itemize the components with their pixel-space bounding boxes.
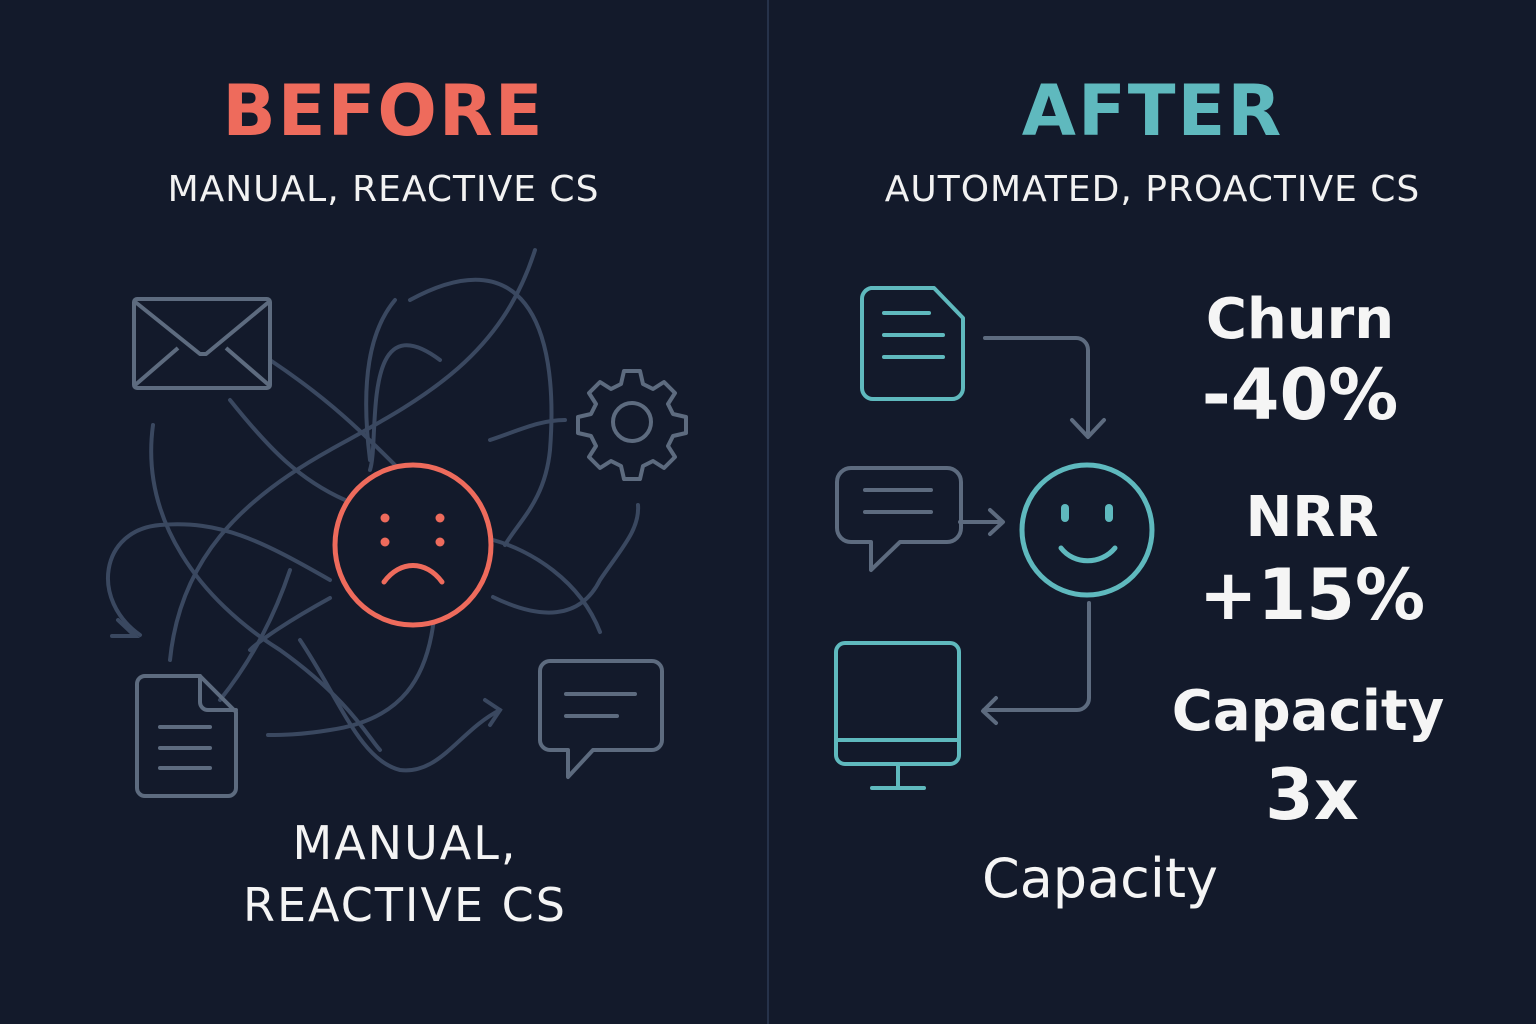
before-caption-line1: MANUAL, [292, 816, 518, 870]
automated-workflow-diagram [834, 286, 1155, 790]
tangled-lines [105, 248, 641, 773]
metric-churn-label: Churn [1205, 287, 1395, 352]
before-caption: MANUAL, REACTIVE CS [0, 812, 810, 936]
metric-nrr-label: NRR [1245, 485, 1379, 550]
metric-churn-value: -40% [1201, 354, 1399, 436]
metric-nrr-value: +15% [1198, 554, 1426, 636]
flow-arrows [958, 336, 1106, 725]
sad-face-icon [332, 462, 494, 628]
after-footer-label: Capacity [982, 847, 1218, 910]
panel-divider [767, 0, 769, 1024]
chat-bubble-icon [538, 659, 664, 779]
tangled-workflow-diagram [105, 248, 688, 798]
document-icon [860, 286, 965, 401]
metric-capacity-label: Capacity [1171, 679, 1445, 744]
before-caption-line2: REACTIVE CS [243, 878, 567, 932]
happy-face-icon [1019, 462, 1155, 598]
monitor-icon [834, 641, 961, 790]
envelope-icon [132, 297, 272, 390]
before-title: BEFORE [222, 70, 545, 152]
metric-capacity-value: 3x [1265, 754, 1359, 836]
after-subtitle: AUTOMATED, PROACTIVE CS [884, 169, 1421, 210]
chat-bubble-icon [835, 466, 963, 572]
after-panel: AFTER AUTOMATED, PROACTIVE CS [769, 0, 1536, 1024]
after-title: AFTER [1021, 70, 1284, 152]
before-panel: BEFORE MANUAL, REACTIVE CS [0, 0, 767, 1024]
before-subtitle: MANUAL, REACTIVE CS [167, 169, 600, 210]
gear-icon [576, 369, 688, 481]
document-icon [135, 674, 238, 798]
